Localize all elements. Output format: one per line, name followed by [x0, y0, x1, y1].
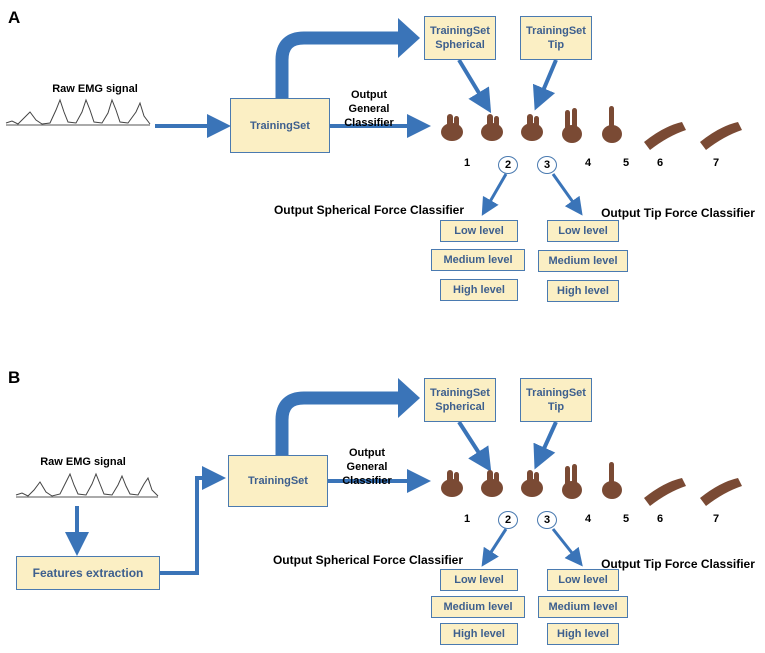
grasp-number-4-a: 4 — [584, 157, 592, 169]
raw-emg-label-b: Raw EMG signal — [40, 456, 126, 468]
spherical-low-level-b: Low level — [440, 569, 518, 591]
output-spherical-label-a: Output Spherical Force Classifier — [273, 203, 465, 217]
grasp-number-6-a: 6 — [656, 157, 664, 169]
hand-grasp-icon — [521, 114, 543, 141]
tip-medium-level-b: Medium level — [538, 596, 628, 618]
arrowhead-trainingset-to-sets-b — [398, 378, 420, 418]
arrow-tip-set-to-hand3 — [532, 59, 558, 111]
hand-grasp-icon — [700, 478, 742, 506]
grasp-number-1-b: 1 — [463, 513, 471, 525]
hand-grasp-icon — [562, 464, 582, 499]
hand-grasp-icon — [602, 106, 622, 143]
emg-trace-b — [15, 472, 159, 497]
tip-high-level-a: High level — [547, 280, 619, 302]
trainingset-tip-box-b: TrainingSet Tip — [520, 378, 592, 422]
hand-grasp-icon — [521, 470, 543, 497]
arrow-trainingset-to-sets-b — [275, 391, 400, 455]
grasp-number-7-b: 7 — [712, 513, 720, 525]
grasp-number-5-b: 5 — [622, 513, 630, 525]
panel-b-arrows — [15, 378, 583, 575]
grasp-number-2-a: 2 — [498, 156, 518, 174]
tip-high-level-b: High level — [547, 623, 619, 645]
spherical-medium-level-b: Medium level — [431, 596, 525, 618]
spherical-low-level-a: Low level — [440, 220, 518, 242]
grasp-number-4-b: 4 — [584, 513, 592, 525]
arrow-trainingset-to-sets — [275, 31, 400, 98]
grasp-number-7-a: 7 — [712, 157, 720, 169]
arrow-tip-set-to-hand3-b — [533, 421, 558, 470]
hand-grasp-icon — [644, 122, 686, 150]
panel-letter-a: A — [8, 8, 21, 27]
hand-grasp-icon — [441, 114, 463, 141]
tip-low-level-b: Low level — [547, 569, 619, 591]
trainingset-spherical-box-a: TrainingSet Spherical — [424, 16, 496, 60]
output-general-label-a: Output General Classifier — [344, 89, 394, 129]
output-tip-label-a: Output Tip Force Classifier — [601, 206, 755, 220]
panel-letter-b: B — [8, 368, 21, 387]
tip-medium-level-a: Medium level — [538, 250, 628, 272]
trainingset-box-a: TrainingSet — [230, 98, 330, 153]
hand-grasp-icon — [602, 462, 622, 499]
arrow-features-to-trainingset — [160, 466, 226, 575]
emg-trace-a — [5, 98, 151, 125]
grasp-number-2-b: 2 — [498, 511, 518, 529]
arrowhead-trainingset-to-sets — [398, 18, 420, 58]
raw-emg-label-a: Raw EMG signal — [52, 83, 138, 95]
grasp-number-3-a: 3 — [537, 156, 557, 174]
hand-grasp-icon — [644, 478, 686, 506]
arrow-spherical-set-to-hand2 — [457, 58, 492, 114]
spherical-high-level-a: High level — [440, 279, 518, 301]
spherical-high-level-b: High level — [440, 623, 518, 645]
tip-low-level-a: Low level — [547, 220, 619, 242]
output-general-label-b: Output General Classifier — [342, 447, 392, 487]
arrow-grasp3-to-tip — [551, 173, 583, 216]
spherical-medium-level-a: Medium level — [431, 249, 525, 271]
trainingset-box-b: TrainingSet — [228, 455, 328, 507]
grasp-number-1-a: 1 — [463, 157, 471, 169]
arrow-grasp3-to-tip-b — [551, 528, 583, 567]
hand-grasp-icon — [481, 114, 503, 141]
panel-a-arrows — [5, 18, 583, 216]
hand-grasp-icon — [700, 122, 742, 150]
arrow-grasp2-to-spherical-b — [481, 528, 508, 567]
arrow-grasp2-to-spherical — [481, 173, 508, 216]
hand-grasp-icon — [441, 470, 463, 497]
hand-grasp-icon — [481, 470, 503, 497]
output-spherical-label-b: Output Spherical Force Classifier — [272, 553, 464, 567]
trainingset-tip-box-a: TrainingSet Tip — [520, 16, 592, 60]
features-extraction-box-b: Features extraction — [16, 556, 160, 590]
trainingset-spherical-box-b: TrainingSet Spherical — [424, 378, 496, 422]
grasp-number-6-b: 6 — [656, 513, 664, 525]
output-tip-label-b: Output Tip Force Classifier — [601, 557, 755, 571]
hand-grasp-icon — [562, 108, 582, 143]
arrow-spherical-set-to-hand2-b — [457, 420, 492, 473]
grasp-number-5-a: 5 — [622, 157, 630, 169]
grasp-number-3-b: 3 — [537, 511, 557, 529]
